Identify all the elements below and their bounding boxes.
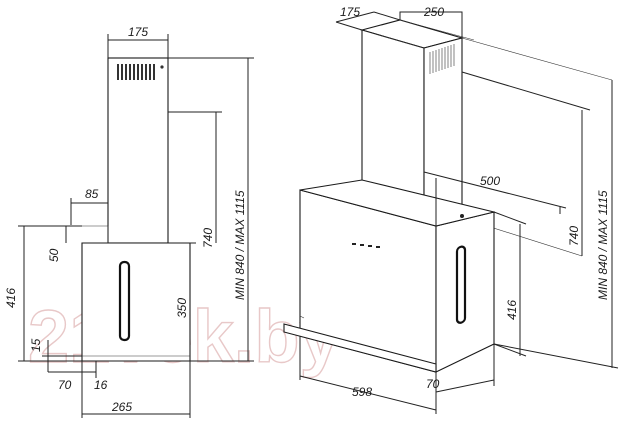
dim-side-bottom-70: 70: [58, 378, 72, 392]
dim-persp-height-740: 740: [567, 226, 581, 246]
dim-side-bottom-16: 16: [94, 378, 108, 392]
dim-persp-height-range: MIN 840 / MAX 1115: [596, 190, 610, 300]
side-vent-grille: [117, 64, 164, 80]
dim-persp-width-598: 598: [352, 385, 372, 399]
persp-control-indicators: [352, 243, 380, 248]
dim-persp-panel-height-416: 416: [505, 300, 519, 320]
dim-persp-chimney-depth: 250: [423, 5, 444, 19]
persp-vent-grille: [374, 33, 455, 74]
side-view: 175 85 740 MIN 840 / MAX 1115 350 50 416…: [4, 25, 254, 418]
dim-side-panel-height-416: 416: [4, 288, 18, 308]
dim-side-height-range: MIN 840 / MAX 1115: [233, 190, 247, 300]
dim-side-offset-85: 85: [85, 187, 99, 201]
side-body: [81, 242, 191, 362]
dim-side-height-740: 740: [201, 228, 215, 248]
persp-handle: [455, 245, 467, 324]
dim-side-bottom-15: 15: [29, 338, 43, 352]
perspective-view: 175 250 500 740 MIN 840 / MAX 1115 416 5…: [283, 5, 619, 414]
dim-persp-chimney-width: 175: [340, 5, 360, 19]
side-handle: [118, 260, 131, 342]
dim-persp-depth-500: 500: [480, 174, 500, 188]
dim-side-height-350: 350: [175, 298, 189, 318]
dim-side-offset-50: 50: [47, 248, 61, 262]
dim-persp-bottom-70: 70: [426, 377, 440, 391]
dim-side-chimney-width: 175: [128, 25, 148, 39]
side-chimney: [107, 57, 169, 244]
dim-side-depth-265: 265: [111, 400, 132, 414]
